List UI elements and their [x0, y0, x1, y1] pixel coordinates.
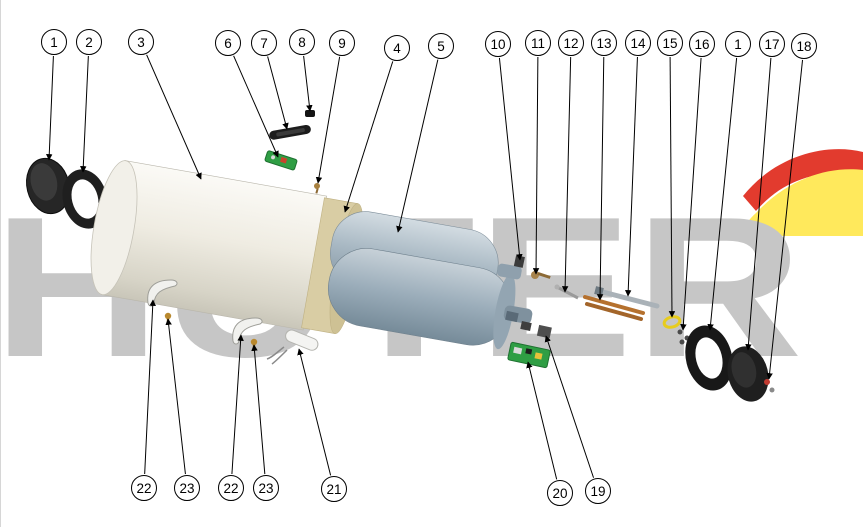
callout-arrow — [624, 56, 638, 297]
anode-rod — [594, 286, 660, 309]
heating-element — [583, 295, 645, 321]
callout-arrow — [233, 55, 279, 158]
callout-arrow — [231, 334, 244, 475]
small-fasteners — [764, 379, 775, 393]
outer-cover-oval — [26, 157, 70, 215]
callout-arrow — [498, 57, 523, 261]
exploded-assembly — [26, 110, 775, 402]
tank-pipe-upper — [497, 263, 522, 280]
callout-arrow — [165, 318, 186, 475]
relay-box — [536, 324, 552, 339]
callout-arrow — [303, 55, 313, 112]
brand-logo — [739, 149, 863, 236]
callout-arrow — [561, 56, 572, 293]
callout-arrow — [146, 54, 202, 180]
callout-arrow — [46, 55, 54, 161]
brass-screw-top — [314, 183, 320, 194]
logo-red-swoosh — [743, 149, 863, 211]
callout-arrow — [766, 59, 804, 380]
control-pcb-strip — [264, 150, 298, 171]
callout-arrow — [526, 361, 558, 480]
callout-arrow — [251, 344, 266, 475]
handle-rear — [232, 317, 263, 345]
callout-arrows — [46, 54, 804, 480]
rear-cover-oval — [727, 346, 769, 402]
callout-arrow — [343, 61, 394, 213]
flange-gasket-ring — [685, 325, 733, 391]
callout-arrow — [80, 55, 89, 173]
callout-arrow — [532, 56, 540, 275]
small-knob — [305, 110, 315, 117]
cable-capsule — [266, 329, 319, 365]
callout-arrow — [596, 56, 605, 301]
callout-arrow — [680, 57, 702, 331]
logo-yellow-shape — [739, 169, 863, 236]
power-pcb — [507, 341, 551, 369]
callout-arrow — [668, 56, 676, 318]
casing-end-cap — [90, 160, 138, 296]
callout-arrow — [267, 56, 289, 130]
callout-arrow — [707, 57, 738, 331]
callout-arrow — [396, 59, 439, 233]
callout-arrow — [544, 335, 595, 478]
tank-stub-fittings — [505, 310, 532, 331]
callout-arrow — [144, 299, 156, 475]
callout-arrow — [745, 57, 772, 351]
callout-arrow — [297, 348, 332, 476]
callout-arrow — [315, 56, 341, 184]
trim-strip — [269, 124, 311, 140]
